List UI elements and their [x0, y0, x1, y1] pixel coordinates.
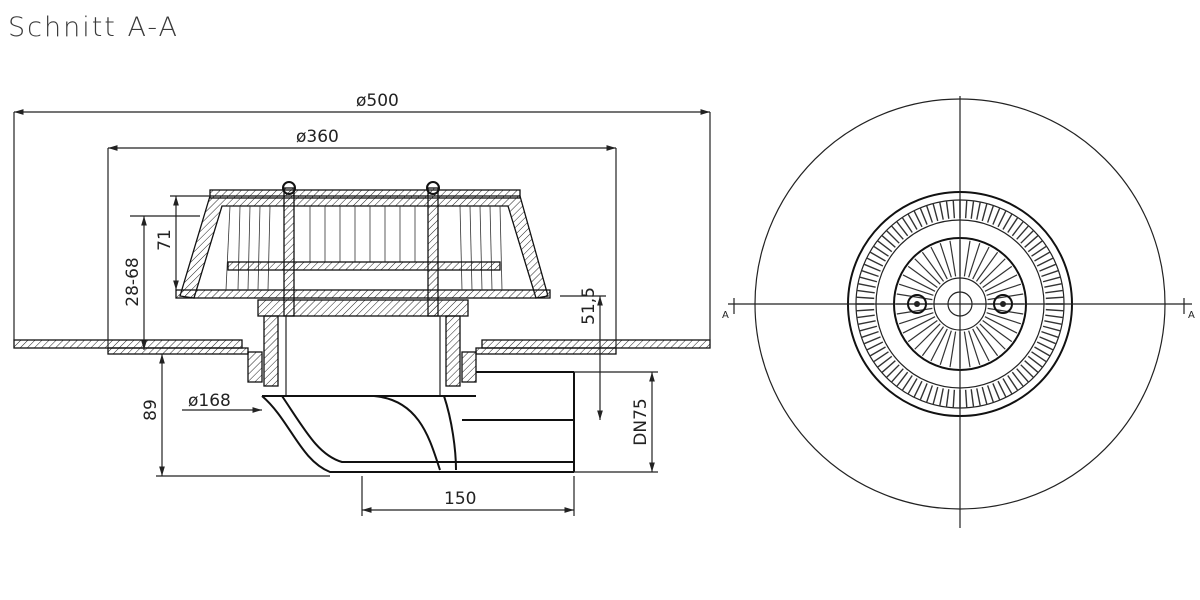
grate-ribs — [225, 205, 503, 291]
dim-71-label: 71 — [155, 229, 175, 251]
drain-body — [247, 299, 575, 473]
dimension-lines — [13, 109, 711, 516]
dim-500-label: ø500 — [356, 91, 399, 111]
dim-89-label: 89 — [141, 399, 161, 421]
dim-360-label: ø360 — [296, 127, 339, 147]
drawing-title: Schnitt A-A — [8, 12, 179, 43]
roof-membrane — [13, 339, 711, 355]
dim-168-label: ø168 — [188, 391, 231, 411]
gravel-guard — [175, 181, 551, 317]
section-mark-left: A — [722, 310, 729, 321]
plan-view: A A — [722, 96, 1195, 528]
section-mark-right: A — [1188, 310, 1195, 321]
dim-range-label: 28-68 — [123, 257, 143, 306]
section-view: ø500 ø360 28-68 71 51,5 89 ø168 DN75 150 — [13, 91, 711, 516]
dim-dn75-label: DN75 — [631, 398, 651, 445]
dim-51-label: 51,5 — [579, 287, 599, 325]
dim-150-label: 150 — [444, 489, 476, 509]
dimension-labels: ø500 ø360 28-68 71 51,5 89 ø168 DN75 150 — [123, 91, 651, 509]
